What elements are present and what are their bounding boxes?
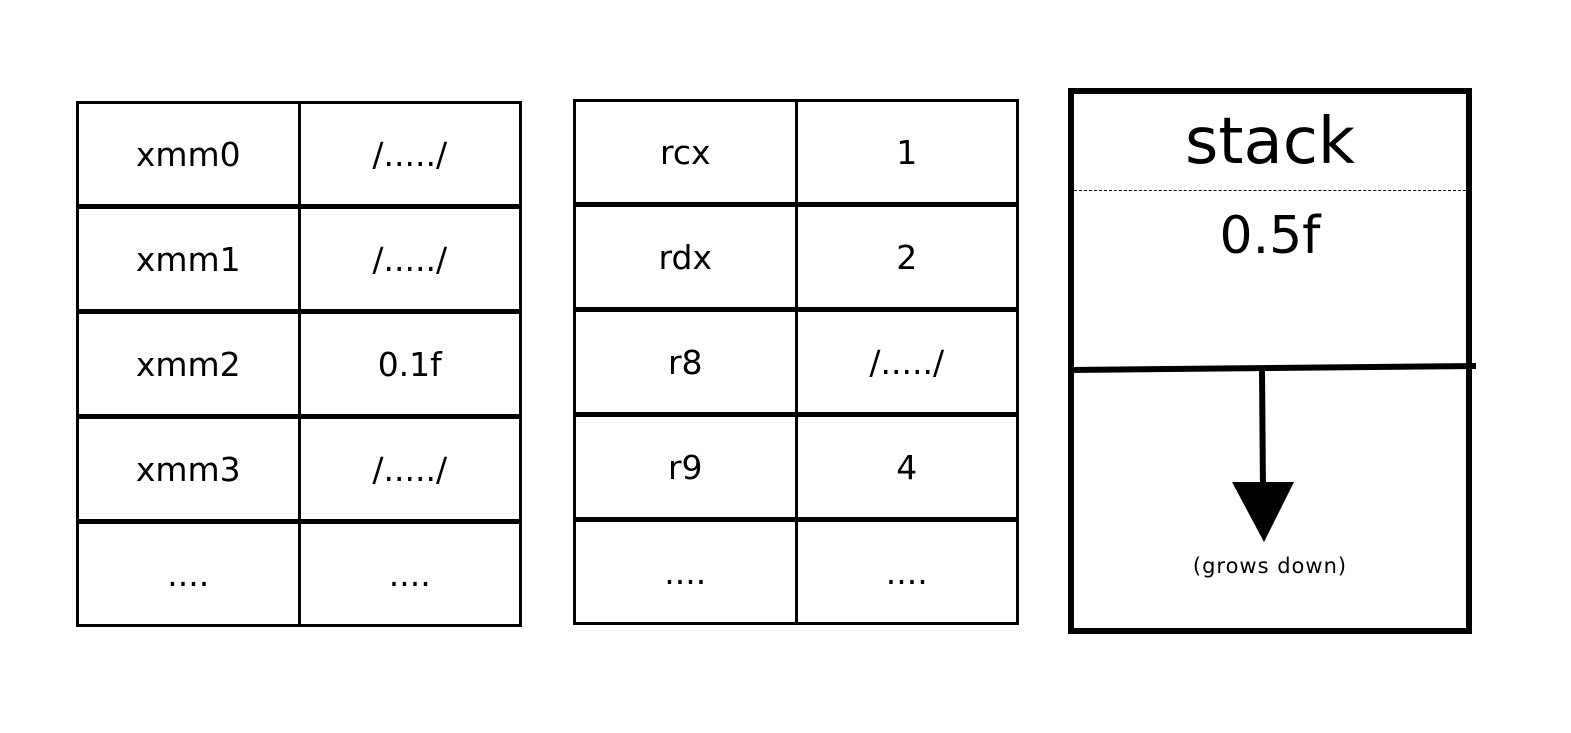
register-name: rdx (573, 202, 798, 311)
stack-divider (1074, 190, 1466, 191)
stack-title: stack (1185, 105, 1355, 179)
table-row: r8 /...../ (573, 307, 1019, 416)
xmm-register-table: xmm0 /...../ xmm1 /...../ xmm2 0.1f xmm3… (76, 101, 522, 627)
stack-note: (grows down) (1192, 554, 1348, 578)
table-row: rcx 1 (573, 99, 1019, 206)
register-value: 0.1f (297, 309, 522, 418)
stack-box: stack 0.5f (grows down) (1068, 88, 1477, 634)
table-row: .... .... (76, 519, 522, 627)
stack-pointer-line (1069, 363, 1477, 373)
register-name: r9 (573, 412, 798, 521)
register-value: /...../ (297, 101, 522, 208)
register-name: rcx (573, 99, 798, 206)
grow-arrow-shaft (1259, 369, 1266, 493)
table-row: rdx 2 (573, 202, 1019, 311)
table-row: xmm2 0.1f (76, 309, 522, 418)
table-row: r9 4 (573, 412, 1019, 521)
register-value: 4 (794, 412, 1019, 521)
register-value: 1 (794, 99, 1019, 206)
stack-value: 0.5f (1219, 206, 1321, 266)
register-value: .... (794, 517, 1019, 625)
register-value: /...../ (297, 204, 522, 313)
register-value: 2 (794, 202, 1019, 311)
stack-pointer (1069, 363, 1477, 542)
register-value: /...../ (794, 307, 1019, 416)
grow-arrow-head (1232, 482, 1294, 542)
register-name: xmm0 (76, 101, 301, 208)
register-name: xmm2 (76, 309, 301, 418)
table-row: xmm1 /...../ (76, 204, 522, 313)
table-row: xmm3 /...../ (76, 414, 522, 523)
register-name: xmm3 (76, 414, 301, 523)
table-row: .... .... (573, 517, 1019, 625)
register-name: r8 (573, 307, 798, 416)
register-name: .... (76, 519, 301, 627)
table-row: xmm0 /...../ (76, 101, 522, 208)
register-value: .... (297, 519, 522, 627)
register-name: xmm1 (76, 204, 301, 313)
register-name: .... (573, 517, 798, 625)
gp-register-table: rcx 1 rdx 2 r8 /...../ r9 4 .... .... (573, 99, 1019, 625)
register-value: /...../ (297, 414, 522, 523)
